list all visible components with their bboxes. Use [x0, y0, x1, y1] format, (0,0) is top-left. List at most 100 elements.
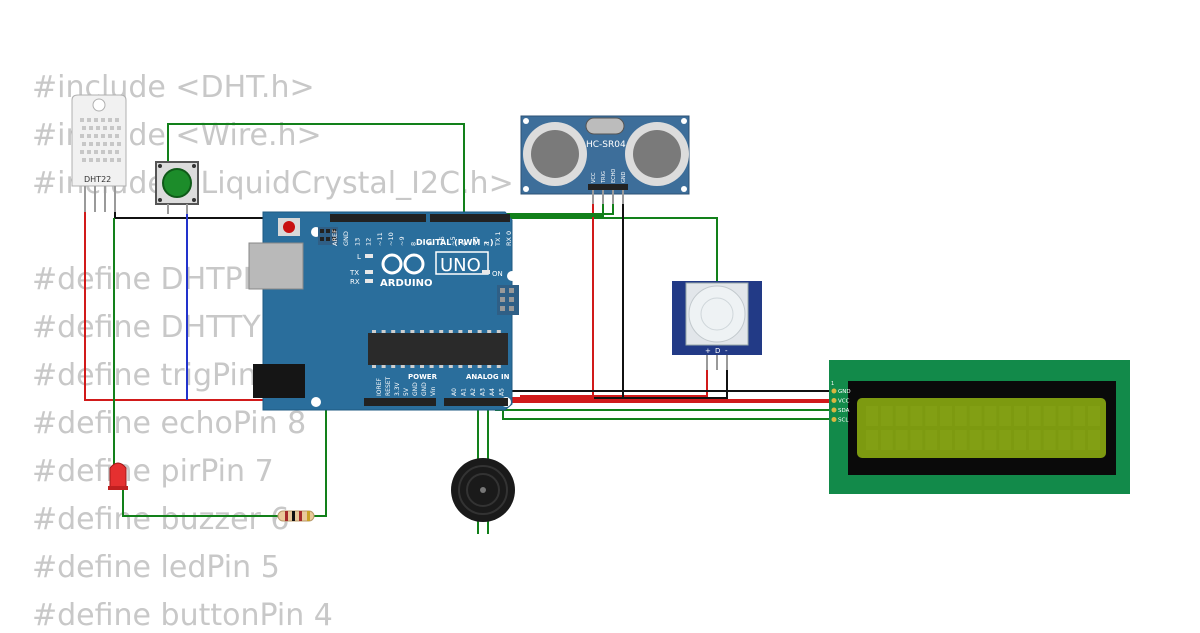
us-mount-hole [681, 118, 687, 124]
lcd-cell [910, 430, 923, 450]
pir-legs [706, 355, 728, 370]
code-line: #define buttonPin 4 [32, 598, 333, 633]
dht-vent [82, 126, 86, 130]
dht-vent [103, 142, 107, 146]
lcd-cell [1088, 406, 1100, 426]
chip-pin [372, 365, 376, 368]
resistor-band [299, 511, 302, 521]
lcd-cell [1028, 430, 1041, 450]
dht-vent [96, 126, 100, 130]
pir-pin-label: - [725, 347, 728, 355]
button-cap[interactable] [162, 168, 192, 198]
power-pin-label: Vin [430, 386, 437, 396]
dht-vent [115, 118, 119, 122]
chip-pin [400, 365, 405, 368]
pir-dome-inner [700, 297, 734, 331]
digital-pin-label: ~3 [471, 236, 479, 246]
code-line: #define ledPin 5 [32, 550, 280, 585]
wire-button-signal [167, 123, 465, 222]
led-l [365, 254, 373, 258]
chip-pin [410, 330, 415, 333]
dht-vent-grid [80, 118, 121, 162]
analog-pin-label: A2 [470, 388, 477, 396]
mount-hole [311, 397, 321, 407]
digital-pin-label: TX 1 [494, 231, 502, 247]
dht-vent [110, 126, 114, 130]
dht-vent [94, 134, 98, 138]
chip-pin [448, 365, 453, 368]
reset-button[interactable] [283, 221, 295, 233]
red-led[interactable] [108, 462, 128, 490]
dht-vent [101, 150, 105, 154]
lcd-cell [925, 430, 938, 450]
dht-vent [101, 134, 105, 138]
lcd-cell [984, 430, 997, 450]
digital-label: DIGITAL (PWM ~) [416, 238, 494, 247]
resistor-band [292, 511, 295, 521]
dht-vent [87, 150, 91, 154]
dht-vent [110, 142, 114, 146]
digital-pin-label: RX 0 [505, 231, 513, 246]
lcd-cell [1073, 430, 1086, 450]
chip-pin [381, 330, 386, 333]
chip-pin [429, 365, 434, 368]
resistor[interactable] [277, 510, 315, 522]
us-transducer-right-inner [633, 130, 681, 178]
lcd-cell [1073, 406, 1086, 426]
model-label: UNO [440, 255, 481, 276]
dht-vent [115, 134, 119, 138]
dht-vent [103, 158, 107, 162]
lcd-pin-label: VCC [838, 399, 850, 405]
power-pin-label: RESET [385, 376, 392, 396]
lcd-pin-pad [831, 398, 837, 403]
analog-pin-label: A0 [451, 388, 458, 396]
digital-pin-label: ~10 [387, 232, 395, 246]
lcd-cell [866, 406, 878, 426]
code-line: #define echoPin 8 [32, 406, 307, 441]
code-line: #define buzzer 6 [32, 502, 290, 537]
dht-vent [108, 118, 112, 122]
power-label: POWER [408, 373, 438, 381]
pir-sensor[interactable]: +D- [672, 281, 762, 370]
mount-hole [507, 271, 517, 281]
digital-pin-label: 13 [353, 238, 361, 246]
lcd-character-cells [866, 406, 1100, 450]
dht-vent [80, 134, 84, 138]
lcd-cell [969, 406, 982, 426]
pir-pin-label: D [715, 347, 720, 355]
us-pin-label: TRIG [601, 171, 607, 184]
dht-vent [94, 150, 98, 154]
dht-vent [117, 158, 121, 162]
chip-pin [439, 365, 444, 368]
digital-pin-label: ~5 [449, 236, 457, 246]
dht-vent [80, 118, 84, 122]
dht-vent [96, 158, 100, 162]
icsp-header-right [497, 285, 519, 315]
chip-pin [496, 330, 501, 333]
dht-vent [117, 126, 121, 130]
atmega-chip [368, 333, 508, 365]
lcd-pin-number: 1 [831, 381, 834, 387]
digital-pin-label: AREF [331, 229, 339, 246]
lcd-cell [954, 430, 967, 450]
arduino-logo [381, 253, 425, 275]
dht-pins [84, 186, 116, 212]
lcd-cell [880, 430, 893, 450]
dht22-sensor[interactable]: DHT22 [71, 94, 127, 212]
power-jack [253, 364, 305, 398]
wire-led-resistor [122, 490, 278, 517]
buzzer[interactable] [451, 458, 515, 522]
chip-pin [487, 330, 492, 333]
us-crystal [585, 117, 625, 135]
us-mount-hole [523, 118, 529, 124]
dht-vent [94, 118, 98, 122]
push-button[interactable] [155, 161, 199, 214]
wire-lcd-scl [502, 408, 832, 420]
